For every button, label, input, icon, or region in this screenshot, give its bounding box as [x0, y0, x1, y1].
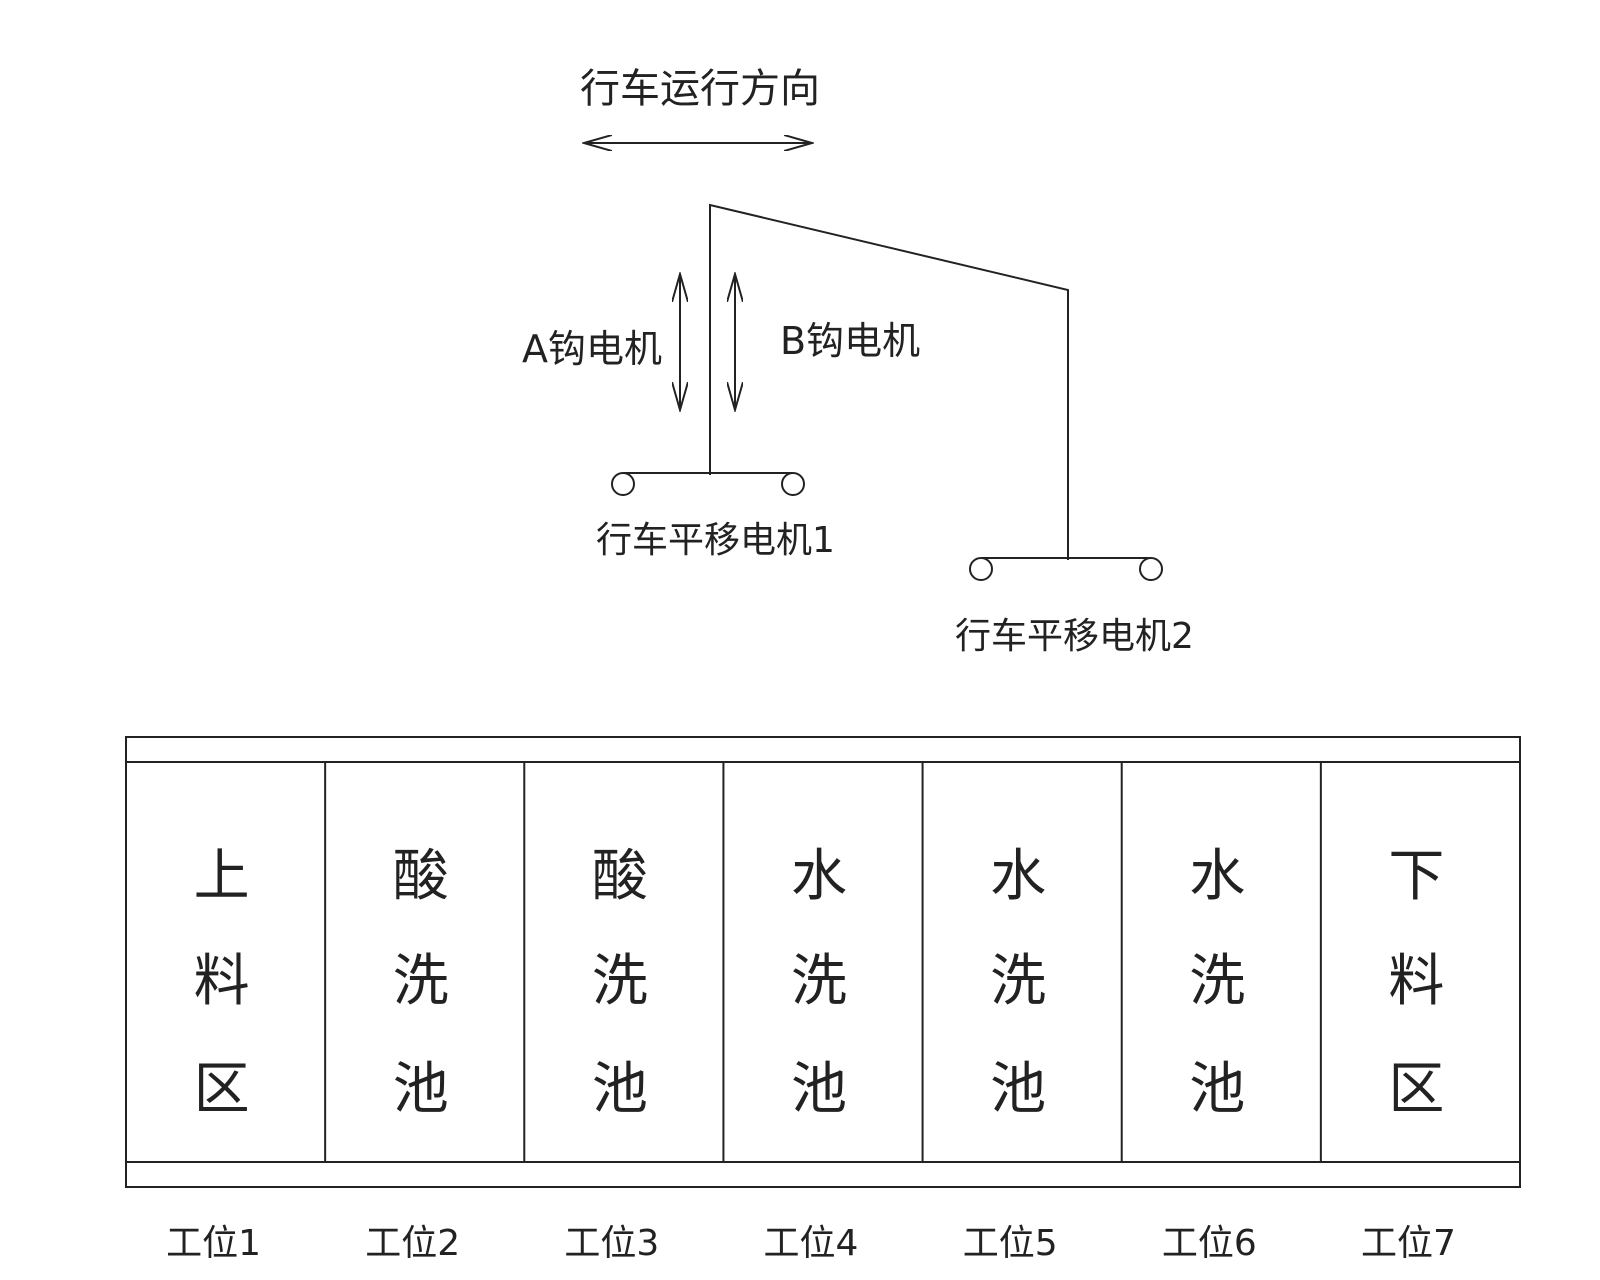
station-name-char: 池 — [990, 1057, 1046, 1122]
station-position-label: 工位6 — [1162, 1223, 1257, 1264]
station-name-char: 料 — [1388, 949, 1444, 1014]
traverse-motor-1 — [611, 472, 805, 496]
station-name-char: 水 — [990, 844, 1046, 909]
station-name-char: 洗 — [592, 949, 648, 1014]
process-line-outline — [125, 736, 1521, 1188]
station-name-char: 水 — [791, 844, 847, 909]
station-name-char: 料 — [194, 949, 250, 1014]
station-name-char: 洗 — [791, 949, 847, 1014]
direction-label: 行车运行方向 — [580, 66, 820, 112]
station-name-char: 池 — [592, 1057, 648, 1122]
station-name-char: 水 — [1189, 844, 1245, 909]
station-name-char: 洗 — [1189, 949, 1245, 1014]
traverse-motor-1-label: 行车平移电机1 — [596, 520, 835, 561]
station-position-label: 工位5 — [963, 1223, 1058, 1264]
station-name-char: 上 — [194, 844, 250, 909]
station-name-char: 池 — [393, 1057, 449, 1122]
station-name-char: 区 — [194, 1057, 250, 1122]
station-name-char: 池 — [1189, 1057, 1245, 1122]
station-name-char: 酸 — [393, 844, 449, 909]
station-position-label: 工位3 — [564, 1223, 659, 1264]
hook-a-label: A钩电机 — [522, 327, 662, 371]
stations: 上料区工位1酸洗池工位2酸洗池工位3水洗池工位4水洗池工位5水洗池工位6下料区工… — [166, 762, 1456, 1264]
traverse-motor-1-wheel-left — [611, 472, 635, 496]
traverse-motor-2-label: 行车平移电机2 — [955, 616, 1194, 657]
traverse-motor-1-wheel-right — [781, 472, 805, 496]
station-position-label: 工位7 — [1361, 1223, 1456, 1264]
crane-frame — [709, 203, 1069, 560]
station-name-char: 区 — [1388, 1057, 1444, 1122]
station-position-label: 工位1 — [166, 1223, 261, 1264]
station-name-char: 洗 — [990, 949, 1046, 1014]
station-name-char: 酸 — [592, 844, 648, 909]
hook-b-label: B钩电机 — [780, 319, 920, 363]
crane-structure — [709, 203, 1069, 560]
process-line — [125, 736, 1521, 1188]
station-name-char: 下 — [1388, 844, 1444, 909]
station-name-char: 池 — [791, 1057, 847, 1122]
station-position-label: 工位4 — [764, 1223, 859, 1264]
station-name-char: 洗 — [393, 949, 449, 1014]
traverse-motor-2-wheel-right — [1139, 557, 1163, 581]
station-position-label: 工位2 — [365, 1223, 460, 1264]
traverse-motor-2 — [969, 557, 1163, 581]
traverse-motor-2-wheel-left — [969, 557, 993, 581]
